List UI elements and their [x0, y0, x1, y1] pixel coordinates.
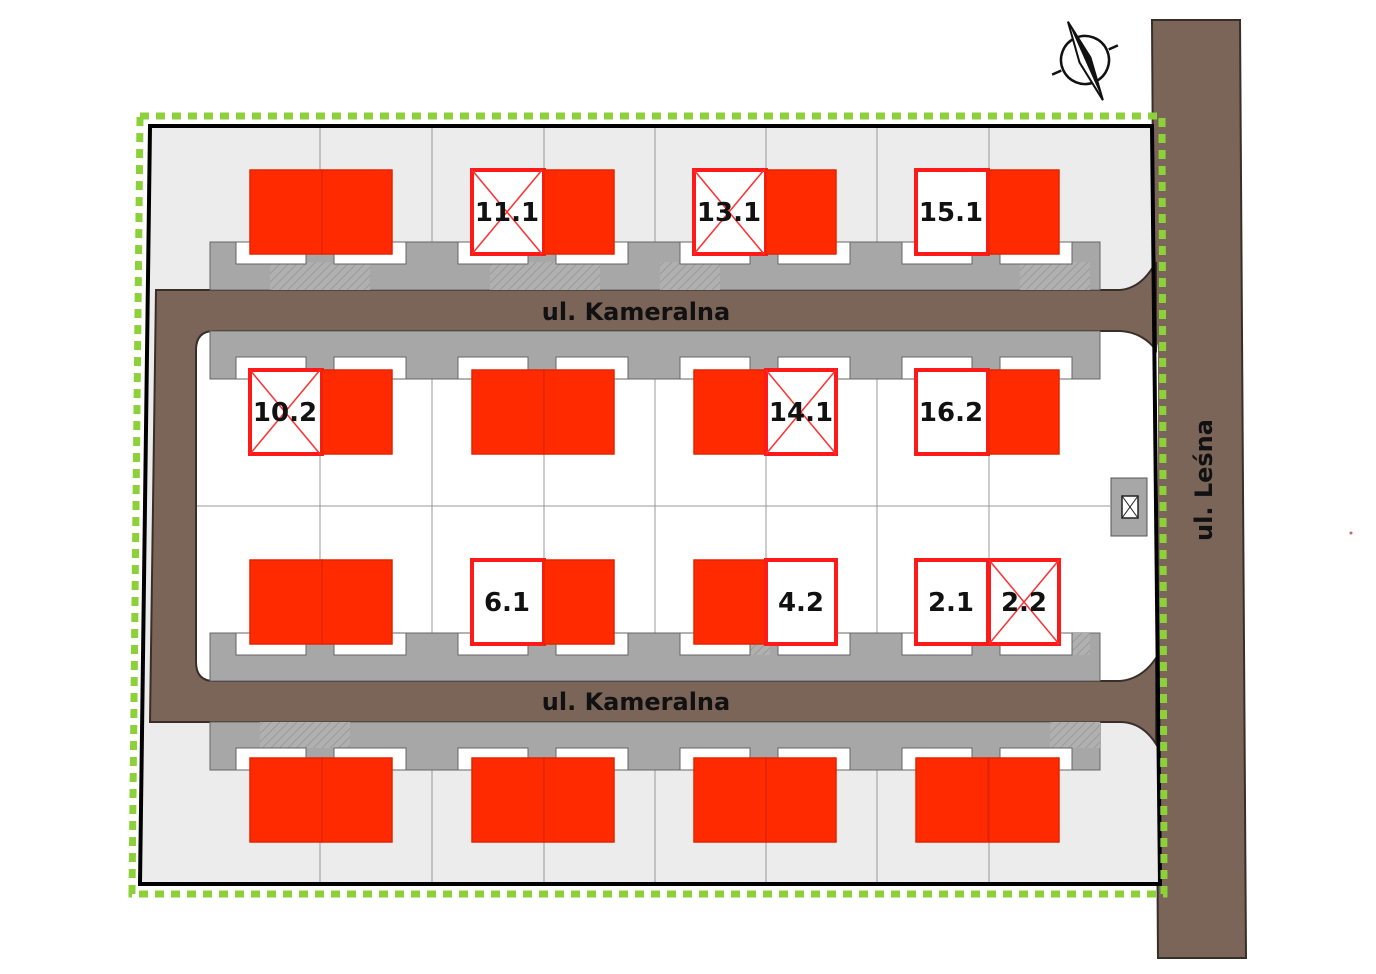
unit-6-1-label: 6.1	[484, 588, 530, 618]
utility-box	[1110, 477, 1148, 537]
block-row3-1b[interactable]	[321, 559, 393, 645]
unit-10-2-label: 10.2	[253, 398, 317, 428]
unit-2-2[interactable]: 2.2	[987, 558, 1061, 646]
block-1-left-footprint[interactable]	[249, 169, 323, 255]
unit-14-2-footprint[interactable]	[693, 369, 767, 455]
unit-4-1[interactable]	[693, 559, 767, 645]
block-row4-4a[interactable]	[915, 757, 989, 843]
block-row4-2b[interactable]	[543, 757, 615, 843]
block-row2-2b-footprint[interactable]	[543, 369, 615, 455]
block-row4-1a[interactable]	[249, 757, 323, 843]
unit-15-2-footprint[interactable]	[988, 169, 1060, 255]
block-1-right-footprint[interactable]	[321, 169, 393, 255]
block-row2-2a[interactable]	[471, 369, 545, 455]
unit-6-2-footprint[interactable]	[543, 559, 615, 645]
unit-10-1[interactable]	[321, 369, 393, 455]
block-row4-4b-footprint[interactable]	[988, 757, 1060, 843]
block-row4-1b[interactable]	[321, 757, 393, 843]
unit-13-1[interactable]: 13.1	[692, 168, 768, 256]
block-row2-2a-footprint[interactable]	[471, 369, 545, 455]
block-row4-3a[interactable]	[693, 757, 767, 843]
unit-4-1-footprint[interactable]	[693, 559, 767, 645]
unit-16-2-label: 16.2	[919, 398, 983, 428]
unit-16-2[interactable]: 16.2	[914, 368, 990, 456]
block-row4-4a-footprint[interactable]	[915, 757, 989, 843]
unit-15-2[interactable]	[988, 169, 1060, 255]
unit-15-1-footprint[interactable]	[914, 168, 990, 256]
block-row4-2a-footprint[interactable]	[471, 757, 545, 843]
unit-10-2[interactable]: 10.2	[248, 368, 324, 456]
unit-13-1-label: 13.1	[697, 198, 761, 228]
unit-13-1-reserved-cross	[693, 169, 765, 255]
unit-16-2-footprint[interactable]	[914, 368, 990, 456]
site-boundary	[128, 112, 1168, 898]
unit-4-2[interactable]: 4.2	[764, 558, 838, 646]
unit-14-2[interactable]	[693, 369, 767, 455]
unit-4-2-label: 4.2	[778, 588, 824, 618]
unit-14-1-reserved-cross	[765, 369, 837, 455]
lot-outline	[137, 124, 1163, 886]
unit-2-2-label: 2.2	[1001, 588, 1047, 618]
unit-6-1-footprint[interactable]	[470, 558, 546, 646]
unit-11-1-reserved-cross	[471, 169, 543, 255]
unit-10-2-reserved-cross	[249, 369, 321, 455]
unit-13-2-footprint[interactable]	[765, 169, 837, 255]
unit-14-1-label: 14.1	[769, 398, 833, 428]
stray-dot	[1349, 531, 1353, 535]
unit-4-2-footprint[interactable]	[764, 558, 838, 646]
unit-15-1-label: 15.1	[919, 198, 983, 228]
unit-2-1-label: 2.1	[928, 588, 974, 618]
road-kameralna	[148, 261, 1157, 748]
north-arrow-icon	[1051, 21, 1119, 101]
unit-16-1[interactable]	[988, 369, 1060, 455]
unit-16-1-footprint[interactable]	[988, 369, 1060, 455]
unit-14-1[interactable]: 14.1	[764, 368, 838, 456]
unit-11-1[interactable]: 11.1	[470, 168, 546, 256]
block-row3-1b-footprint[interactable]	[321, 559, 393, 645]
block-row4-3b-footprint[interactable]	[765, 757, 837, 843]
block-row4-3a-footprint[interactable]	[693, 757, 767, 843]
block-row4-3b[interactable]	[765, 757, 837, 843]
block-row4-4b[interactable]	[988, 757, 1060, 843]
unit-10-1-footprint[interactable]	[321, 369, 393, 455]
unit-11-2[interactable]	[543, 169, 615, 255]
unit-2-1[interactable]: 2.1	[914, 558, 990, 646]
block-row3-1a-footprint[interactable]	[249, 559, 323, 645]
block-row4-2a[interactable]	[471, 757, 545, 843]
unit-2-1-footprint[interactable]	[914, 558, 990, 646]
unit-11-2-footprint[interactable]	[543, 169, 615, 255]
block-row4-1b-footprint[interactable]	[321, 757, 393, 843]
unit-6-1[interactable]: 6.1	[470, 558, 546, 646]
street-label-lesna: ul. Leśna	[1190, 419, 1218, 541]
street-label-kameralna-bottom: ul. Kameralna	[542, 688, 730, 716]
block-1-right[interactable]	[321, 169, 393, 255]
block-row4-2b-footprint[interactable]	[543, 757, 615, 843]
unit-6-2[interactable]	[543, 559, 615, 645]
units-layer: 11.1 13.1 15.1 10.2 14.1 16.2 6.1 4.2 2.1 2.2	[248, 168, 1061, 843]
unit-2-2-reserved-cross	[988, 559, 1060, 645]
block-row2-2b[interactable]	[543, 369, 615, 455]
street-label-kameralna-top: ul. Kameralna	[542, 298, 730, 326]
block-row4-1a-footprint[interactable]	[249, 757, 323, 843]
block-row3-1a[interactable]	[249, 559, 323, 645]
block-1-left[interactable]	[249, 169, 323, 255]
unit-11-1-label: 11.1	[475, 198, 539, 228]
unit-15-1[interactable]: 15.1	[914, 168, 990, 256]
unit-13-2[interactable]	[765, 169, 837, 255]
